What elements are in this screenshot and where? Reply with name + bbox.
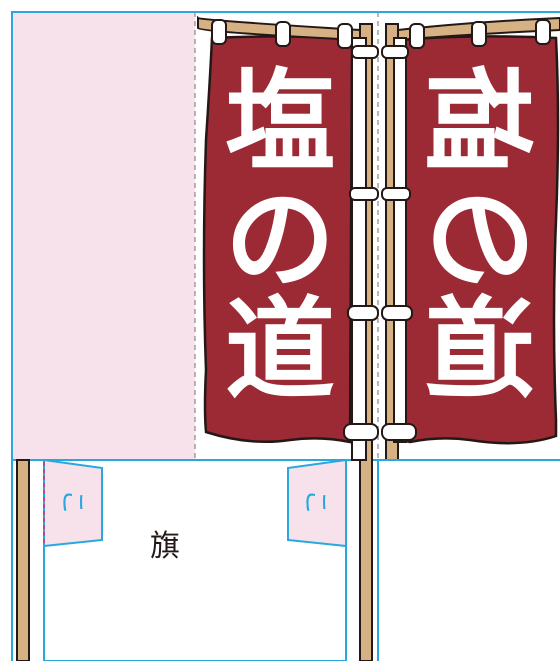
flag-label: 旗 <box>150 529 180 564</box>
glue-tab-mark-left: こ <box>57 489 87 515</box>
glue-tab-right <box>287 458 347 548</box>
banner-back-char-1: 塩 <box>425 57 535 186</box>
glue-tab-mark-right: こ <box>300 489 330 515</box>
banner-back-char-3: 道 <box>425 285 535 414</box>
banner-front-char-3: 道 <box>225 285 335 414</box>
banner-cloth-back <box>398 35 560 445</box>
glue-tab-left <box>43 458 103 548</box>
cut-line-outline <box>11 11 378 661</box>
banner-front-char-1: 塩 <box>225 57 335 186</box>
pole-binding-loops <box>343 45 417 441</box>
vertical-pole-left <box>16 459 30 661</box>
glue-area-top-left <box>12 12 195 460</box>
banner-front-char-2: の <box>225 175 335 304</box>
banner-back-char-2: の <box>425 175 535 304</box>
cloth-loop-icon <box>211 19 551 49</box>
vertical-pole-center <box>351 23 407 661</box>
